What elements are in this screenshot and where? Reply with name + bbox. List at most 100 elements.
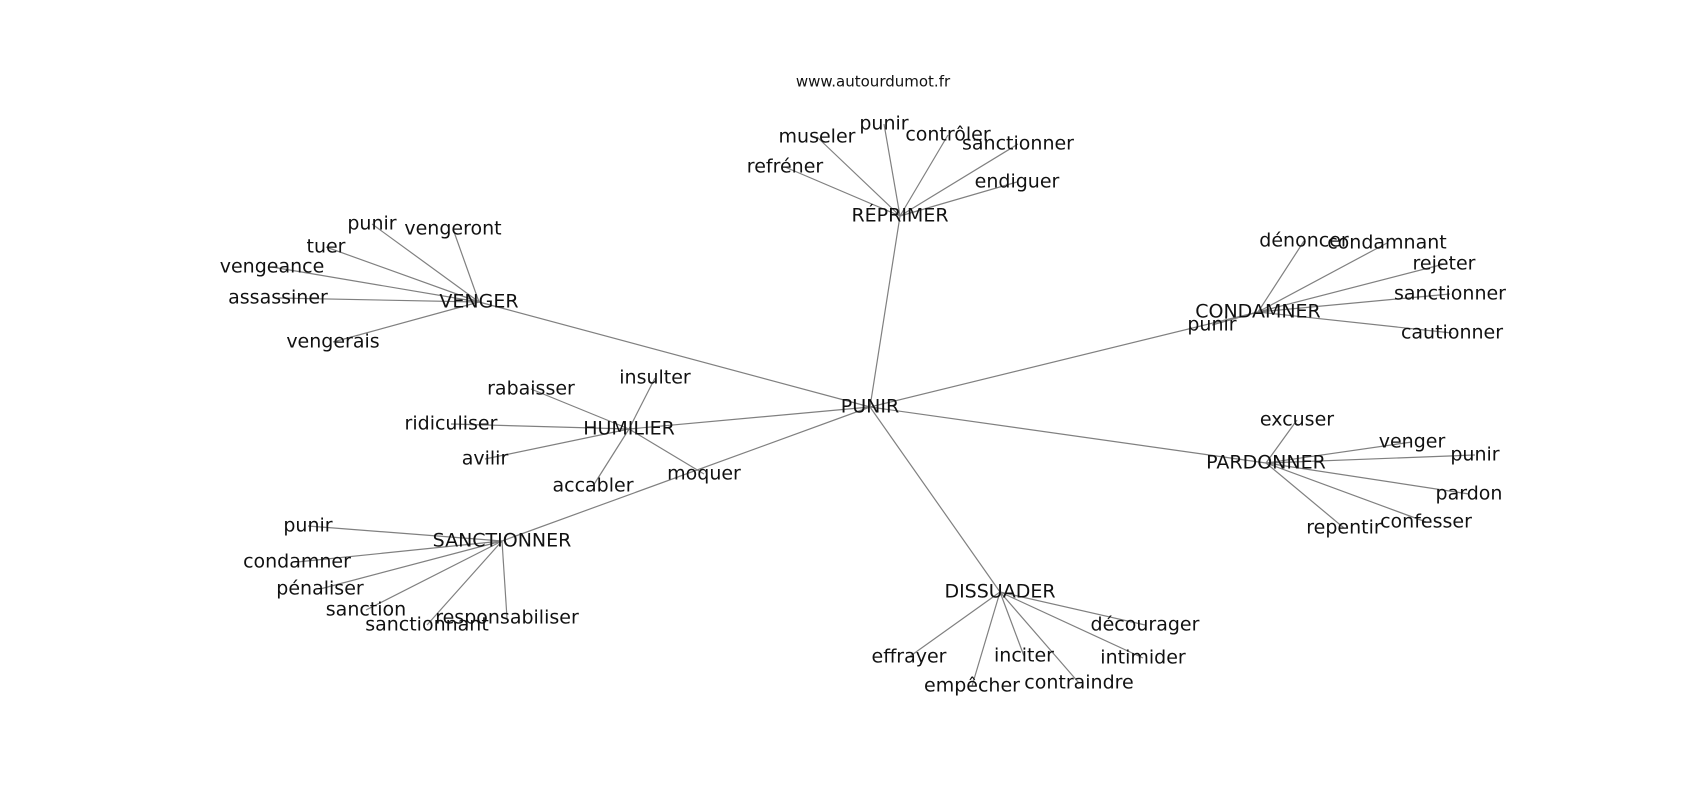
edge-humilier-leaf-4 bbox=[592, 428, 630, 487]
edge-condamner-leaf-1 bbox=[1257, 242, 1388, 313]
leaf-node-condamner-1[interactable]: condamnant bbox=[1327, 232, 1447, 254]
edge-humilier-leaf-5 bbox=[628, 428, 705, 475]
edge-pardonner-leaf-1 bbox=[1265, 441, 1413, 464]
edge-reprimer-leaf-1 bbox=[816, 136, 901, 217]
leaf-node-sanctionner-4[interactable]: sanctionnant bbox=[365, 614, 489, 636]
graph-edges bbox=[271, 123, 1476, 687]
edge-sanctionner-leaf-4 bbox=[426, 540, 503, 626]
edge-venger-leaf-5 bbox=[332, 301, 480, 343]
leaf-node-venger-4[interactable]: assassiner bbox=[228, 287, 328, 309]
leaf-node-humilier-5[interactable]: moquer bbox=[667, 463, 741, 485]
leaf-node-pardonner-2[interactable]: punir bbox=[1450, 444, 1499, 466]
leaf-node-dissuader-4[interactable]: empêcher bbox=[924, 675, 1020, 697]
edge-reprimer-leaf-5 bbox=[899, 181, 1018, 217]
edge-condamner-leaf-3 bbox=[1257, 293, 1451, 313]
edge-pardonner-leaf-0 bbox=[1265, 419, 1298, 464]
leaf-node-venger-2[interactable]: tuer bbox=[307, 236, 346, 258]
leaf-node-dissuader-1[interactable]: effrayer bbox=[872, 646, 947, 668]
edge-venger-leaf-1 bbox=[452, 228, 480, 303]
leaf-node-venger-3[interactable]: vengeance bbox=[220, 256, 325, 278]
edge-sanctionner-leaf-5 bbox=[501, 540, 508, 619]
edge-venger-leaf-2 bbox=[325, 246, 480, 303]
edge-pardonner-leaf-3 bbox=[1265, 462, 1470, 495]
leaf-node-sanctionner-1[interactable]: condamner bbox=[243, 551, 351, 573]
leaf-node-pardonner-4[interactable]: confesser bbox=[1380, 511, 1472, 533]
leaf-node-venger-1[interactable]: vengeront bbox=[404, 218, 501, 240]
edge-root-reprimer bbox=[869, 215, 901, 408]
edge-humilier-leaf-1 bbox=[628, 377, 656, 430]
graph-labels: www.autourdumot.fr PUNIR refréner museler… bbox=[220, 73, 1506, 697]
leaf-node-condamner-3[interactable]: sanctionner bbox=[1394, 283, 1506, 305]
edge-pardonner-leaf-2 bbox=[1265, 454, 1476, 464]
edge-condamner-leaf-5 bbox=[1211, 311, 1259, 326]
leaf-node-venger-5[interactable]: vengerais bbox=[286, 331, 379, 353]
edge-humilier-leaf-3 bbox=[484, 428, 630, 460]
hub-node-pardonner[interactable]: PARDONNER bbox=[1206, 452, 1326, 474]
edge-root-condamner bbox=[869, 311, 1259, 408]
edge-humilier-leaf-2 bbox=[450, 423, 630, 430]
leaf-node-humilier-1[interactable]: insulter bbox=[619, 367, 691, 389]
edge-dissuader-leaf-4 bbox=[971, 591, 1001, 687]
leaf-node-pardonner-5[interactable]: repentir bbox=[1306, 517, 1382, 539]
leaf-node-reprimer-1[interactable]: museler bbox=[779, 126, 856, 148]
edge-dissuader-leaf-1 bbox=[908, 591, 1001, 658]
edge-pardonner-leaf-5 bbox=[1265, 462, 1345, 529]
edge-root-pardonner bbox=[869, 406, 1267, 464]
leaf-node-condamner-4[interactable]: cautionner bbox=[1401, 322, 1503, 344]
edge-root-sanctionner bbox=[501, 406, 871, 542]
leaf-node-reprimer-4[interactable]: sanctionner bbox=[962, 133, 1074, 155]
leaf-node-reprimer-5[interactable]: endiguer bbox=[975, 171, 1060, 193]
leaf-node-humilier-2[interactable]: ridiculiser bbox=[405, 413, 498, 435]
source-url[interactable]: www.autourdumot.fr bbox=[796, 73, 951, 91]
hub-node-humilier[interactable]: HUMILIER bbox=[583, 418, 675, 440]
leaf-node-pardonner-0[interactable]: excuser bbox=[1260, 409, 1334, 431]
root-node-punir[interactable]: PUNIR bbox=[841, 396, 899, 418]
leaf-node-dissuader-5[interactable]: contraindre bbox=[1024, 672, 1133, 694]
edge-condamner-leaf-2 bbox=[1257, 263, 1445, 313]
edge-sanctionner-leaf-1 bbox=[296, 540, 503, 563]
edge-reprimer-leaf-0 bbox=[784, 166, 901, 217]
edge-sanctionner-leaf-0 bbox=[307, 525, 503, 542]
leaf-node-reprimer-0[interactable]: refréner bbox=[747, 156, 824, 178]
edge-condamner-leaf-4 bbox=[1257, 311, 1453, 334]
leaf-node-dissuader-0[interactable]: décourager bbox=[1091, 614, 1200, 636]
hub-node-condamner[interactable]: CONDAMNER bbox=[1195, 301, 1321, 323]
leaf-node-pardonner-1[interactable]: venger bbox=[1379, 431, 1446, 453]
leaf-node-condamner-0[interactable]: dénoncer bbox=[1259, 230, 1349, 252]
leaf-node-humilier-4[interactable]: accabler bbox=[552, 475, 633, 497]
hub-node-sanctionner[interactable]: SANCTIONNER bbox=[433, 530, 572, 552]
edge-dissuader-leaf-0 bbox=[999, 591, 1146, 626]
edge-venger-leaf-4 bbox=[277, 297, 480, 303]
leaf-node-sanctionner-3[interactable]: sanction bbox=[326, 599, 406, 621]
leaf-node-venger-0[interactable]: punir bbox=[347, 213, 396, 235]
hub-node-venger[interactable]: VENGER bbox=[439, 291, 518, 313]
edge-reprimer-leaf-3 bbox=[899, 134, 949, 217]
leaf-node-condamner-2[interactable]: rejeter bbox=[1412, 253, 1475, 275]
edge-root-dissuader bbox=[869, 406, 1001, 593]
leaf-node-dissuader-3[interactable]: intimider bbox=[1100, 647, 1186, 669]
edge-dissuader-leaf-5 bbox=[999, 591, 1080, 684]
edge-sanctionner-leaf-3 bbox=[365, 540, 503, 611]
leaf-node-reprimer-3[interactable]: contrôler bbox=[905, 124, 991, 146]
hub-node-dissuader[interactable]: DISSUADER bbox=[944, 581, 1055, 603]
leaf-node-dissuader-2[interactable]: inciter bbox=[994, 645, 1054, 667]
hub-node-reprimer[interactable]: RÉPRIMER bbox=[851, 204, 948, 227]
edge-condamner-leaf-0 bbox=[1257, 240, 1305, 313]
edge-venger-leaf-0 bbox=[371, 223, 480, 303]
edge-pardonner-leaf-4 bbox=[1265, 462, 1427, 523]
leaf-node-humilier-0[interactable]: rabaisser bbox=[487, 378, 575, 400]
edge-dissuader-leaf-2 bbox=[999, 591, 1025, 657]
edge-sanctionner-leaf-2 bbox=[319, 540, 503, 590]
leaf-node-sanctionner-0[interactable]: punir bbox=[283, 515, 332, 537]
leaf-node-condamner-5[interactable]: punir bbox=[1187, 314, 1236, 336]
leaf-node-pardonner-3[interactable]: pardon bbox=[1436, 483, 1503, 505]
leaf-node-reprimer-2[interactable]: punir bbox=[859, 113, 908, 135]
edge-reprimer-leaf-2 bbox=[883, 123, 901, 217]
edge-dissuader-leaf-3 bbox=[999, 591, 1144, 659]
edge-reprimer-leaf-4 bbox=[899, 143, 1019, 217]
leaf-node-sanctionner-5[interactable]: responsabiliser bbox=[435, 607, 579, 629]
leaf-node-humilier-3[interactable]: avilir bbox=[462, 448, 509, 470]
leaf-node-sanctionner-2[interactable]: pénaliser bbox=[276, 578, 364, 600]
edge-root-venger bbox=[478, 301, 871, 408]
